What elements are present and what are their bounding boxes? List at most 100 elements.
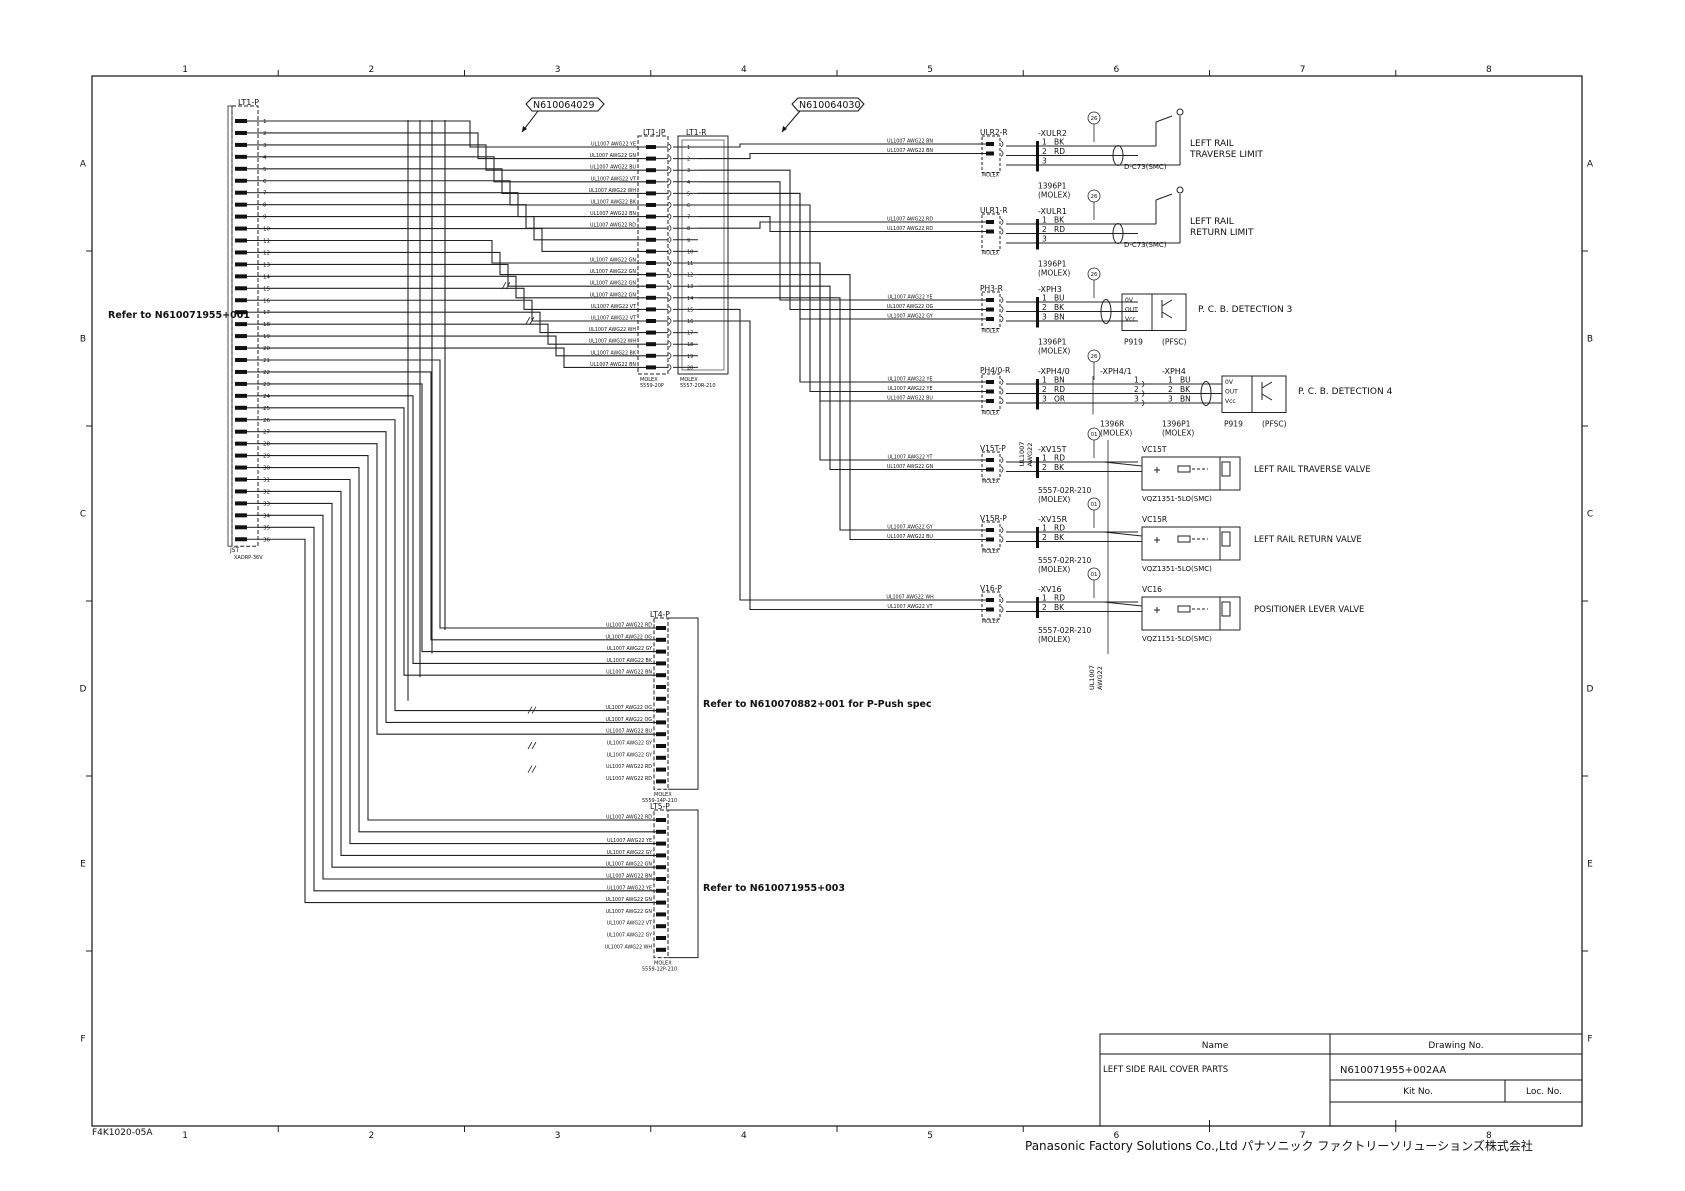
connector-maker: MOLEX — [982, 619, 1000, 625]
wire-color: BU — [1054, 294, 1065, 303]
column-label: 3 — [555, 1131, 561, 1141]
harness-id: -XPH4/1 — [1100, 367, 1132, 376]
wire-spec: UL1007 AWG22 RD — [606, 815, 652, 821]
pin-number: 10 — [263, 227, 270, 233]
pin-number: 3 — [1042, 313, 1047, 322]
pin-number: 8 — [687, 226, 690, 232]
wire-spec: UL1007 AWG22 BN — [606, 670, 652, 676]
connector-id: V16-P — [980, 584, 1002, 593]
form-code: F4K1020-05A — [92, 1128, 153, 1138]
pin-number: 3 — [687, 168, 690, 174]
wire-spec: UL1007 AWG22 BK — [591, 200, 637, 206]
wire-spec: UL1007 AWG22 VT — [887, 604, 932, 610]
column-label: 4 — [741, 1131, 747, 1141]
column-label: 3 — [555, 65, 561, 75]
row-label: B — [1587, 335, 1593, 345]
wire-spec: UL1007 AWG22 GY — [607, 752, 653, 758]
pin-number: 1 — [1042, 138, 1047, 147]
device-label: LEFT RAIL TRAVERSE VALVE — [1254, 465, 1371, 475]
bundle-label: AWG22 — [1096, 666, 1104, 690]
pin-number: 2 — [1042, 603, 1047, 612]
wire-spec: UL1007 AWG22 YE — [888, 295, 933, 301]
tag-number: 01 — [1091, 502, 1098, 508]
column-label: 8 — [1486, 65, 1492, 75]
row-label: D — [80, 685, 87, 695]
wire-spec: UL1007 AWG22 GN — [606, 897, 653, 903]
wire-color: RD — [1054, 524, 1065, 533]
connector-maker: (MOLEX) — [1038, 495, 1070, 504]
connector-part: 5559-20P — [640, 383, 664, 389]
wire-spec: UL1007 AWG22 YE — [607, 838, 652, 844]
connector-part: XADRP-36V — [234, 555, 263, 561]
pin-number: 6 — [263, 179, 267, 185]
connector-maker: MOLEX — [982, 173, 1000, 179]
connector-id: PH3-R — [980, 284, 1003, 293]
wire-spec: UL1007 AWG22 BU — [590, 165, 636, 171]
housing-part: 1396P1 — [1038, 260, 1067, 269]
sensor-pin: 0V — [1125, 297, 1134, 304]
housing-part: 1396P1 — [1038, 338, 1067, 347]
column-label: 4 — [741, 65, 747, 75]
wire-color: OR — [1054, 395, 1065, 404]
connector-maker: MOLEX — [982, 251, 1000, 257]
wire-spec: UL1007 AWG22 BN — [590, 211, 636, 217]
pin-number: 31 — [263, 478, 270, 484]
housing-part: 5557-02R-210 — [1038, 486, 1091, 495]
device-label: P. C. B. DETECTION 4 — [1298, 387, 1393, 397]
row-label: A — [1587, 160, 1594, 170]
connector-part: 5557-20R-210 — [680, 383, 716, 389]
connector-id: LT4-P — [650, 610, 670, 619]
row-label: B — [80, 335, 86, 345]
pin-number: 1 — [687, 145, 690, 151]
bundle-label: UL1007 — [1088, 665, 1096, 690]
pin-number: 19 — [687, 354, 693, 360]
sensor-pin: 0V — [1225, 379, 1234, 386]
pin-number: 1 — [1042, 454, 1047, 463]
wire-spec: UL1007 AWG22 BU — [887, 534, 933, 540]
housing-part: 5557-02R-210 — [1038, 556, 1091, 565]
title-kit-header: Kit No. — [1403, 1087, 1433, 1097]
wire-spec: UL1007 AWG22 RD — [887, 226, 933, 232]
pin-number: 11 — [687, 261, 693, 267]
device-label: RETURN LIMIT — [1190, 228, 1254, 238]
title-name-header: Name — [1202, 1041, 1229, 1051]
reference-lt4: Refer to N610070882+001 for P-Push spec — [703, 699, 932, 710]
tag-number: 01 — [1091, 572, 1098, 578]
pin-number: 19 — [263, 334, 270, 340]
pin-number: 2 — [1042, 533, 1047, 542]
pin-number: 2 — [1042, 147, 1047, 156]
wire-spec: UL1007 AWG22 RD — [606, 764, 652, 770]
harness-id: -XULR1 — [1038, 207, 1067, 216]
row-label: C — [80, 510, 86, 520]
pin-number: 3 — [1134, 395, 1139, 404]
valve-id: VC15R — [1142, 515, 1167, 524]
connector-maker: MOLEX — [982, 549, 1000, 555]
device-v15r-p: V15R-P MOLEX UL1007 AWG22 GY UL1007 AWG22 B… — [887, 497, 1362, 574]
reference-lt5: Refer to N610071955+003 — [703, 883, 845, 894]
wire-spec: UL1007 AWG22 GY — [607, 741, 653, 747]
pin-number: 1 — [263, 119, 267, 125]
wire-spec: UL1007 AWG22 GY — [887, 525, 933, 531]
pin-number: 10 — [687, 249, 693, 255]
pin-number: 17 — [687, 331, 693, 337]
pin-number: 9 — [687, 238, 690, 244]
harness-id: -XV15T — [1038, 445, 1067, 454]
callout-harness-b: N610064030 — [781, 97, 865, 133]
wire-bundle-routing — [258, 120, 986, 904]
row-label: A — [80, 160, 87, 170]
wire-spec: UL1007 AWG22 GN — [606, 909, 653, 915]
pin-number: 1 — [1042, 294, 1047, 303]
tag-number: 01 — [1091, 432, 1098, 438]
row-label: D — [1587, 685, 1594, 695]
harness-id: -XV15R — [1038, 515, 1068, 524]
connector-part: 5559-12P-210 — [642, 967, 677, 973]
connector-id: V15R-P — [980, 514, 1007, 523]
connector-id: V15T-P — [980, 444, 1006, 453]
wire-spec: UL1007 AWG22 WH — [886, 595, 934, 601]
company-name: Panasonic Factory Solutions Co.,Ltd パナソニ… — [1025, 1138, 1533, 1153]
wire-spec: UL1007 AWG22 VT — [591, 316, 636, 322]
wire-spec: UL1007 AWG22 YT — [888, 455, 933, 461]
wire-spec: UL1007 AWG22 YE — [607, 885, 652, 891]
